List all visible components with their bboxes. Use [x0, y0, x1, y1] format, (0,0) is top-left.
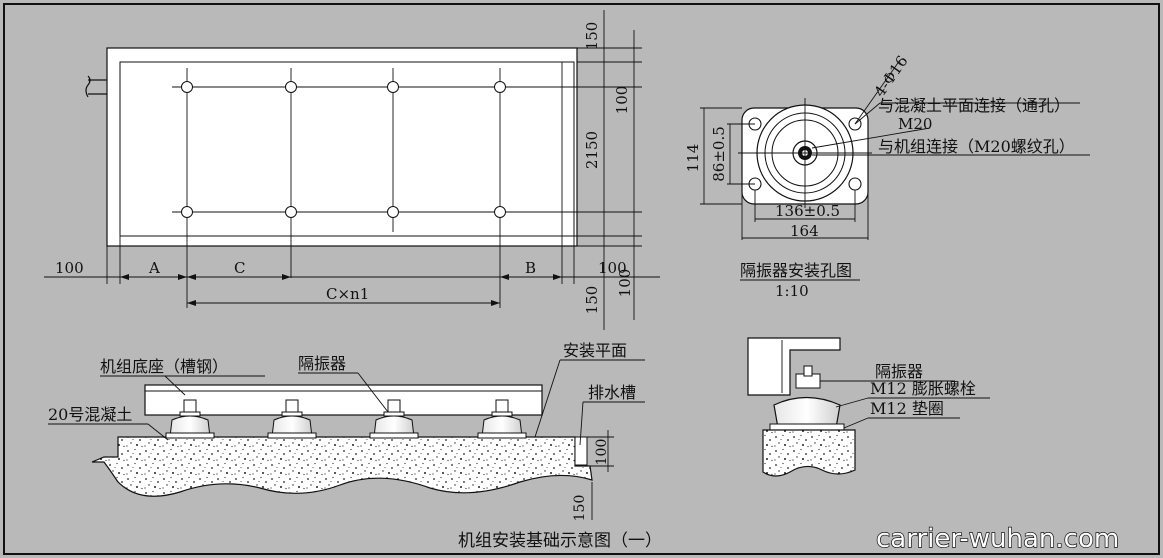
bolt-detail: 隔振器 M12 膨胀螺栓 M12 垫圈 [747, 337, 990, 477]
label-concrete-connection: 与混凝土平面连接（通孔） [878, 96, 1070, 115]
dim-114: 114 [684, 144, 702, 173]
dim-100-bottom-right: 100 [616, 269, 634, 298]
dim-150-top: 150 [583, 22, 601, 51]
dim-100-mid: 100 [598, 259, 627, 277]
isolators [165, 399, 527, 439]
watermark: carrier-wuhan.com [876, 524, 1119, 554]
dim-100-left: 100 [55, 259, 84, 277]
dim-2150: 2150 [583, 131, 601, 169]
label-isolator: 隔振器 [298, 354, 346, 373]
dim-A: A [148, 259, 160, 277]
hole-detail-scale: 1:10 [775, 282, 809, 300]
dim-section-150: 150 [572, 495, 588, 522]
dim-150-bottom: 150 [583, 286, 601, 315]
label-drain-channel: 排水槽 [588, 383, 636, 402]
label-bolt-isolator: 隔振器 [875, 362, 923, 381]
label-unit-connection: 与机组连接（M20螺纹孔） [878, 137, 1075, 156]
dim-100-right: 100 [613, 86, 631, 115]
label-install-plane: 安装平面 [563, 341, 627, 360]
section-view: 机组底座（槽钢） 隔振器 安装平面 排水槽 20号混凝土 100 150 [48, 341, 645, 521]
drawing-caption: 机组安装基础示意图（一） [458, 531, 662, 551]
anchor-holes [181, 81, 506, 218]
concrete-foundation [91, 436, 593, 497]
label-expansion-bolt: M12 膨胀螺栓 [870, 379, 976, 398]
label-unit-base: 机组底座（槽钢） [100, 357, 228, 376]
steel-base [144, 384, 543, 416]
hole-detail-title: 隔振器安装孔图 [740, 261, 852, 280]
dim-164: 164 [790, 222, 819, 240]
dim-C: C [234, 259, 245, 277]
dim-86: 86±0.5 [710, 126, 728, 182]
dim-136: 136±0.5 [775, 202, 840, 220]
dim-Cxn1: C×n1 [326, 285, 369, 303]
dim-section-100: 100 [594, 439, 610, 466]
dim-B: B [525, 259, 536, 277]
label-concrete: 20号混凝土 [48, 405, 132, 424]
bolt-concrete [762, 429, 856, 477]
label-M20: M20 [898, 115, 932, 133]
label-washer: M12 垫圈 [870, 399, 944, 418]
plan-view: 150 100 2150 100 150 100 A C B 100 C×n1 [44, 10, 660, 330]
